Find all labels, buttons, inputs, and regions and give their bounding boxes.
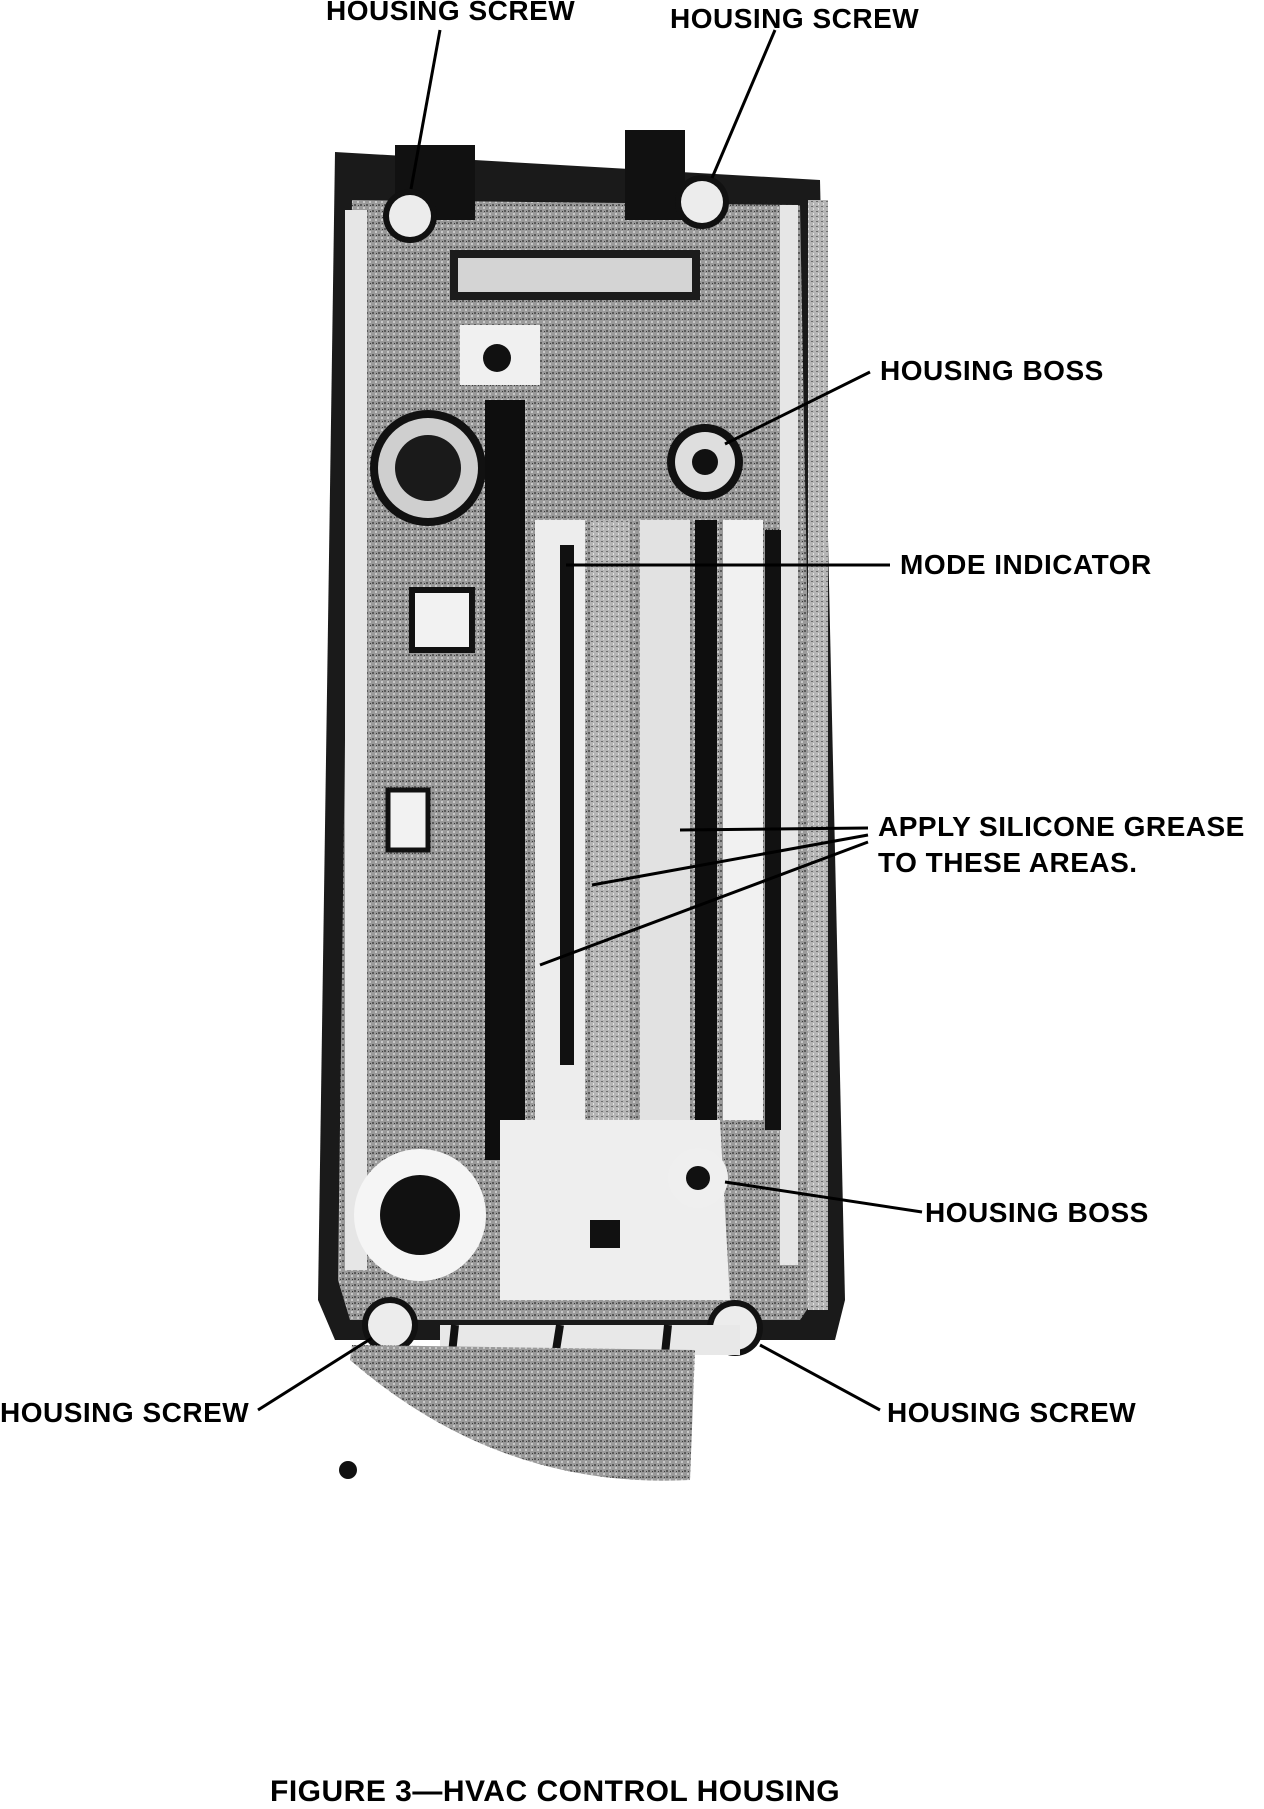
upper-left-knob	[370, 410, 486, 526]
label-housing-screw-bottom-right: HOUSING SCREW	[887, 1397, 1137, 1428]
label-housing-screw-bottom-left: HOUSING SCREW	[0, 1397, 250, 1428]
leader-lines	[257, 29, 923, 1412]
housing-screw-top-left-marker	[383, 189, 437, 243]
housing-screw-bottom-left-marker	[362, 1297, 418, 1353]
slider-channels	[485, 400, 781, 1160]
housing-boss-lower-marker	[668, 1148, 728, 1208]
label-housing-boss-upper: HOUSING BOSS	[880, 355, 1104, 386]
label-housing-screw-top-left: HOUSING SCREW	[326, 0, 576, 26]
label-housing-screw-top-right: HOUSING SCREW	[670, 3, 920, 34]
figure-caption: FIGURE 3—HVAC CONTROL HOUSING	[270, 1775, 841, 1808]
lower-plate	[500, 1120, 730, 1300]
top-bracket	[395, 130, 700, 385]
housing-boss-upper-marker	[667, 424, 743, 500]
connector-tabs	[339, 1324, 740, 1481]
label-silicone-grease-line2: TO THESE AREAS.	[878, 847, 1138, 878]
label-silicone-grease-line1: APPLY SILICONE GREASE	[878, 811, 1245, 842]
lower-left-knob	[354, 1149, 486, 1281]
left-side-blocks	[385, 587, 475, 853]
label-mode-indicator: MODE INDICATOR	[900, 549, 1152, 580]
label-housing-boss-lower: HOUSING BOSS	[925, 1197, 1149, 1228]
housing-screw-top-right-marker	[675, 175, 729, 229]
